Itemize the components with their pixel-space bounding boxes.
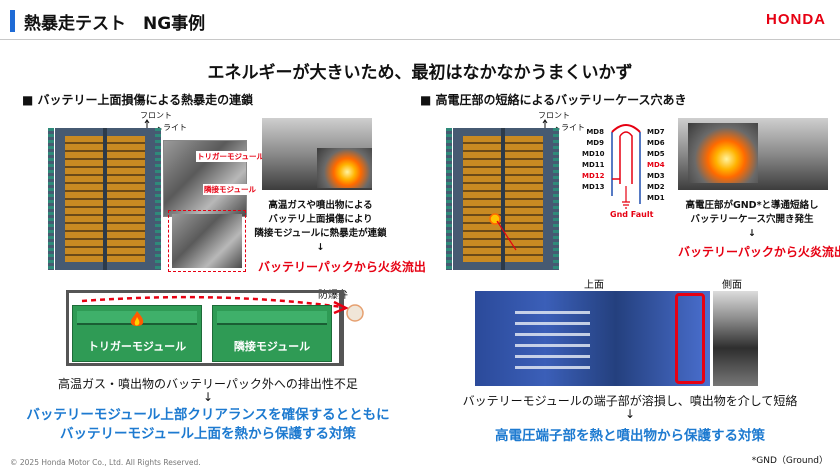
- left-right-label: ライト: [163, 123, 187, 132]
- right-pack-fins-right: [553, 128, 559, 270]
- page-title: 熱暴走テスト NG事例: [24, 14, 206, 34]
- md-label-fault: MD4: [647, 161, 665, 169]
- pack-side-fins-left: [48, 128, 54, 270]
- right-direction-arrows-icon: [542, 119, 560, 132]
- side-view-label: 側面: [722, 280, 742, 291]
- right-front-label: フロント: [538, 111, 570, 120]
- adjacent-module-label: 隣接モジュール: [233, 340, 311, 353]
- right-caption: 高電圧部がGND*と導通短絡し バッテリーケース穴開き発生 ↓: [668, 199, 836, 241]
- right-pack-fins-left: [446, 128, 452, 270]
- gnd-fault-label: Gnd Fault: [610, 210, 654, 219]
- md-schematic: MD8 MD9 MD10 MD11 MD12 MD13 MD7 MD6 MD5 …: [582, 124, 667, 220]
- md-label: MD7: [647, 128, 665, 136]
- direction-arrows-icon: [144, 119, 162, 132]
- md-label-fault: MD12: [582, 172, 605, 180]
- md-label: MD6: [647, 139, 665, 147]
- right-caption-line-1: 高電圧部がGND*と導通短絡し: [685, 200, 819, 211]
- gas-flow-arrow-icon: [81, 295, 364, 322]
- trigger-module-label: トリガーモジュール: [87, 340, 187, 353]
- right-issue-text: バッテリーモジュールの端子部が溶損し、噴出物を介して短絡: [462, 394, 798, 408]
- adjacent-module-tag: 隣接モジュール: [203, 184, 257, 195]
- right-caption-arrow: ↓: [748, 228, 756, 239]
- vent-label: 防爆弁: [318, 290, 348, 301]
- md-label: MD5: [647, 150, 665, 158]
- header-divider: [0, 39, 840, 40]
- module-side-view-photo: [713, 291, 758, 386]
- left-front-label: フロント: [140, 111, 172, 120]
- right-section-heading: ■ 高電圧部の短絡によるバッテリーケース穴あき: [420, 93, 687, 107]
- terminal-highlight-box: [675, 293, 705, 384]
- md-label: MD8: [586, 128, 604, 136]
- md-label: MD9: [586, 139, 604, 147]
- left-section-heading: ■ バッテリー上面損傷による熱暴走の連鎖: [22, 93, 254, 107]
- left-caption: 高温ガスや噴出物による バッテリ上面損傷により 隣接モジュールに熱暴走が連鎖 ↓: [248, 199, 393, 255]
- flame-icon: [130, 311, 144, 326]
- adjacent-module-diagram: 隣接モジュール: [212, 305, 332, 362]
- md-label: MD11: [582, 161, 605, 169]
- left-countermeasure-line-2: バッテリーモジュール上面を熱から保護する対策: [59, 426, 357, 442]
- md-left-column: MD8 MD9 MD10 MD11 MD12 MD13: [582, 127, 605, 193]
- module-top-view-photo: [475, 291, 710, 386]
- slide-subtitle: エネルギーが大きいため、最初はなかなかうまくいかず: [207, 63, 633, 83]
- fire-test-photo-right: [678, 118, 828, 190]
- right-issue-arrow: ↓: [624, 407, 636, 421]
- left-caption-arrow: ↓: [316, 242, 325, 253]
- trigger-module-tag: トリガーモジュール: [196, 151, 265, 162]
- md-label: MD3: [647, 172, 665, 180]
- right-caption-line-2: バッテリーケース穴開き発生: [690, 214, 814, 225]
- zoom-detail-photo: [172, 214, 242, 268]
- fault-location-marker-icon: [489, 213, 517, 251]
- battery-pack-right-image: [453, 128, 553, 270]
- top-view-label: 上面: [584, 280, 604, 291]
- left-caption-line-2: バッテリ上面損傷により: [268, 214, 373, 225]
- left-issue-text: 高温ガス・噴出物のバッテリーパック外への排出性不足: [58, 377, 358, 391]
- pack-side-fins-right: [155, 128, 161, 270]
- pack-cross-section: [66, 290, 344, 366]
- zoom-frame: [168, 210, 246, 272]
- md-label: MD10: [582, 150, 605, 158]
- left-caption-line-1: 高温ガスや噴出物による: [268, 200, 373, 211]
- md-label: MD2: [647, 183, 665, 191]
- title-accent-bar: [10, 10, 15, 32]
- md-wiring-diagram: [611, 124, 641, 209]
- left-result-text: バッテリーパックから火炎流出: [258, 260, 426, 274]
- md-right-column: MD7 MD6 MD5 MD4 MD3 MD2 MD1: [647, 127, 665, 204]
- left-caption-line-3: 隣接モジュールに熱暴走が連鎖: [254, 228, 387, 239]
- left-countermeasure: バッテリーモジュール上部クリアランスを確保するとともに バッテリーモジュール上面…: [18, 406, 398, 444]
- battery-pack-left-image: [55, 128, 155, 270]
- right-result-text: バッテリーパックから火炎流出: [678, 245, 840, 259]
- left-countermeasure-line-1: バッテリーモジュール上部クリアランスを確保するとともに: [26, 407, 390, 423]
- right-countermeasure: 高電圧端子部を熱と噴出物から保護する対策: [495, 428, 765, 444]
- trigger-module-diagram: トリガーモジュール: [72, 305, 202, 362]
- copyright: © 2025 Honda Motor Co., Ltd. All Rights …: [10, 458, 201, 467]
- md-label: MD13: [582, 183, 605, 191]
- fire-test-photo-left: [262, 118, 372, 190]
- gnd-footnote: *GND（Ground）: [751, 456, 828, 466]
- md-label: MD1: [647, 194, 665, 202]
- left-issue-arrow: ↓: [202, 390, 214, 404]
- right-right-label: ライト: [561, 123, 585, 132]
- honda-logo: HONDA: [766, 11, 826, 28]
